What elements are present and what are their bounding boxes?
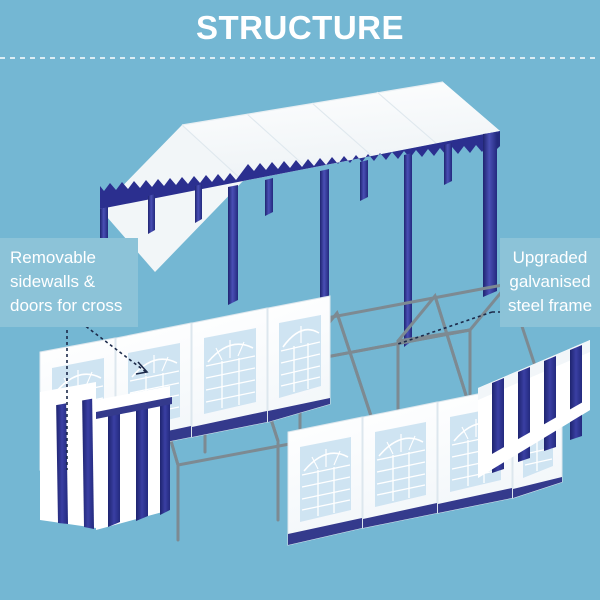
door-panels [40, 382, 172, 530]
rear-sidewall-panels [39, 295, 331, 471]
tent-roof [100, 81, 500, 272]
page-title: STRUCTURE [196, 9, 404, 46]
connector-diagonal-right [397, 311, 493, 345]
title-divider [0, 57, 600, 59]
callout-removable-sidewalls: Removable sidewalls & doors for cross [0, 238, 138, 327]
connector-diagonal-left [66, 311, 147, 373]
tent-valance [100, 131, 500, 209]
wall-panel [267, 295, 331, 423]
striped-end-wall [478, 340, 590, 478]
callout-galvanised-frame: Upgraded galvanised steel frame [500, 238, 600, 327]
wall-panel [287, 416, 363, 546]
wall-panel [362, 401, 438, 529]
wall-panel [191, 307, 268, 438]
